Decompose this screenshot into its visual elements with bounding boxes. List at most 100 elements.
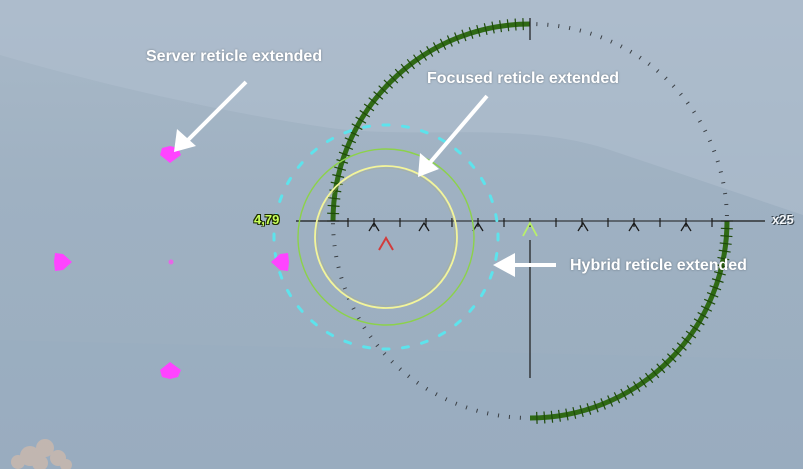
gun-marker-arc-upper-left-tick: [378, 85, 389, 95]
outer-ring-dot: [434, 392, 438, 397]
arrow-hybrid-icon: [493, 253, 556, 277]
gun-marker-arc-lower-right-tick: [565, 408, 569, 421]
gun-marker-arc-lower-right-tick: [600, 398, 606, 410]
gun-marker-arc-upper-left-tick: [327, 204, 340, 207]
gun-marker-arc-upper-left-tick: [406, 58, 415, 70]
hybrid-dash: [296, 305, 304, 313]
server-reticle: [54, 146, 289, 379]
gun-marker-arc-upper-left-tick: [468, 27, 474, 39]
outer-ring-dot: [351, 307, 356, 310]
gun-marker-arc-upper-left-tick: [330, 181, 343, 186]
gun-marker-arc-lower-right-tick: [676, 342, 687, 351]
hybrid-dash: [454, 147, 462, 155]
annotation-hybrid-reticle: Hybrid reticle extended: [570, 257, 747, 274]
hybrid-dash: [362, 345, 372, 350]
outer-ring-dot: [557, 24, 560, 29]
gun-marker-arc-upper-left-tick: [338, 151, 351, 157]
outer-ring-dot: [610, 39, 613, 44]
gun-marker-arc-lower-right-tick: [607, 395, 614, 407]
hybrid-dash: [494, 251, 499, 261]
annotation-server-reticle: Server reticle extended: [146, 48, 323, 65]
hybrid-dash: [296, 161, 304, 169]
outer-ring-dot: [712, 149, 717, 153]
hybrid-dash: [400, 124, 410, 129]
outer-ring-dot: [718, 171, 723, 173]
gun-marker-arc-upper-left-tick: [446, 35, 453, 47]
gun-marker-arc-lower-right-tick: [550, 410, 554, 423]
outer-ring-dot: [707, 139, 712, 143]
focused-reticle-inner: [314, 165, 458, 309]
gun-marker-arc-upper-left-tick: [334, 166, 347, 171]
gun-marker-arc-lower-right-tick: [693, 318, 705, 326]
outer-ring-dot: [332, 244, 337, 247]
range-chevron: [680, 221, 692, 232]
server-marker-center-dot: [168, 259, 174, 265]
gun-marker-arc-upper-left-tick: [400, 63, 410, 74]
gun-marker-arc-lower-right-tick: [632, 381, 641, 392]
gun-marker-arc-lower-right-tick: [572, 406, 577, 419]
hybrid-dash: [488, 194, 494, 204]
outer-ring-dot: [568, 25, 571, 31]
outer-ring-dot: [336, 266, 341, 269]
gun-marker-arc-lower-right-tick: [711, 278, 724, 283]
gun-marker-arc-lower-right-tick: [579, 405, 584, 418]
hybrid-dash: [343, 339, 353, 345]
range-chevron: [368, 221, 380, 232]
gun-marker-arc-upper-left-tick: [454, 32, 460, 44]
gun-marker-arc-upper-left-tick: [476, 24, 481, 37]
gun-marker-arc-lower-right-tick: [543, 411, 546, 424]
outer-ring-dot: [629, 49, 633, 54]
gun-marker-arc-lower-right-tick: [703, 298, 716, 305]
hybrid-reticle-dashes: [272, 123, 500, 351]
gun-marker-arc-lower-right-tick: [719, 242, 732, 245]
gun-marker-arc-lower-right-tick: [593, 400, 599, 413]
outer-ring-dot: [342, 287, 347, 290]
gun-marker-arc-lower-right-tick: [661, 358, 671, 368]
hybrid-dash: [419, 129, 429, 135]
server-marker-right-icon: [271, 253, 289, 271]
gun-marker-arc-lower-right-tick: [613, 392, 621, 404]
outer-ring-dot: [339, 276, 344, 279]
gun-marker-arc-upper-left-tick: [413, 54, 421, 65]
outer-ring-dot: [398, 367, 402, 372]
gun-marker-arc-lower-right-tick: [666, 353, 677, 363]
hybrid-dash: [488, 270, 494, 280]
hybrid-dash: [310, 319, 318, 327]
arrow-server-icon: [174, 80, 248, 152]
gun-marker-arc-lower-right-tick: [656, 363, 666, 374]
outer-ring-dot: [375, 343, 380, 348]
hybrid-dash: [278, 270, 284, 280]
range-chevron: [418, 221, 430, 232]
hybrid-dash: [419, 339, 429, 345]
gun-marker-arc-upper-left-tick: [351, 123, 363, 131]
hybrid-dash: [400, 345, 410, 350]
gun-marker-arc-lower-right-tick: [717, 256, 730, 261]
server-marker-left-icon: [54, 253, 72, 271]
gun-marker-arc-lower-right-tick: [626, 385, 634, 397]
outer-ring-dot: [721, 181, 726, 184]
gun-marker-arc-lower-right-tick: [700, 305, 713, 312]
hybrid-dash: [494, 213, 499, 223]
hybrid-dash: [325, 137, 335, 144]
gun-marker-arc-upper-left: [330, 21, 531, 222]
server-marker-bottom-icon: [160, 362, 181, 379]
gun-marker-arc-upper-left-tick: [368, 97, 379, 106]
zoom-level-readout: x25: [772, 212, 794, 227]
hybrid-dash: [310, 147, 318, 155]
hybrid-dash: [468, 305, 476, 313]
gun-marker-arc-lower-right-tick: [685, 330, 697, 339]
hybrid-dash: [468, 161, 476, 169]
gun-marker-arc-lower-right-tick: [645, 372, 654, 384]
hybrid-dash: [278, 194, 284, 204]
outer-ring-dot: [416, 380, 420, 385]
outer-ring-dot: [444, 397, 448, 402]
outer-ring-dot: [334, 255, 339, 258]
gun-marker-arc-lower-right-tick: [715, 264, 728, 268]
outer-ring-dot: [368, 335, 373, 339]
gun-marker-arc-upper-left-tick: [355, 116, 367, 124]
gun-marker-arc-upper-left-tick: [383, 79, 394, 89]
hybrid-dash: [454, 319, 462, 327]
gun-marker-arc-lower-right-tick: [697, 311, 709, 319]
gun-marker-arc-lower-right: [529, 220, 730, 421]
gun-marker-arc-upper-left-tick: [329, 189, 342, 193]
